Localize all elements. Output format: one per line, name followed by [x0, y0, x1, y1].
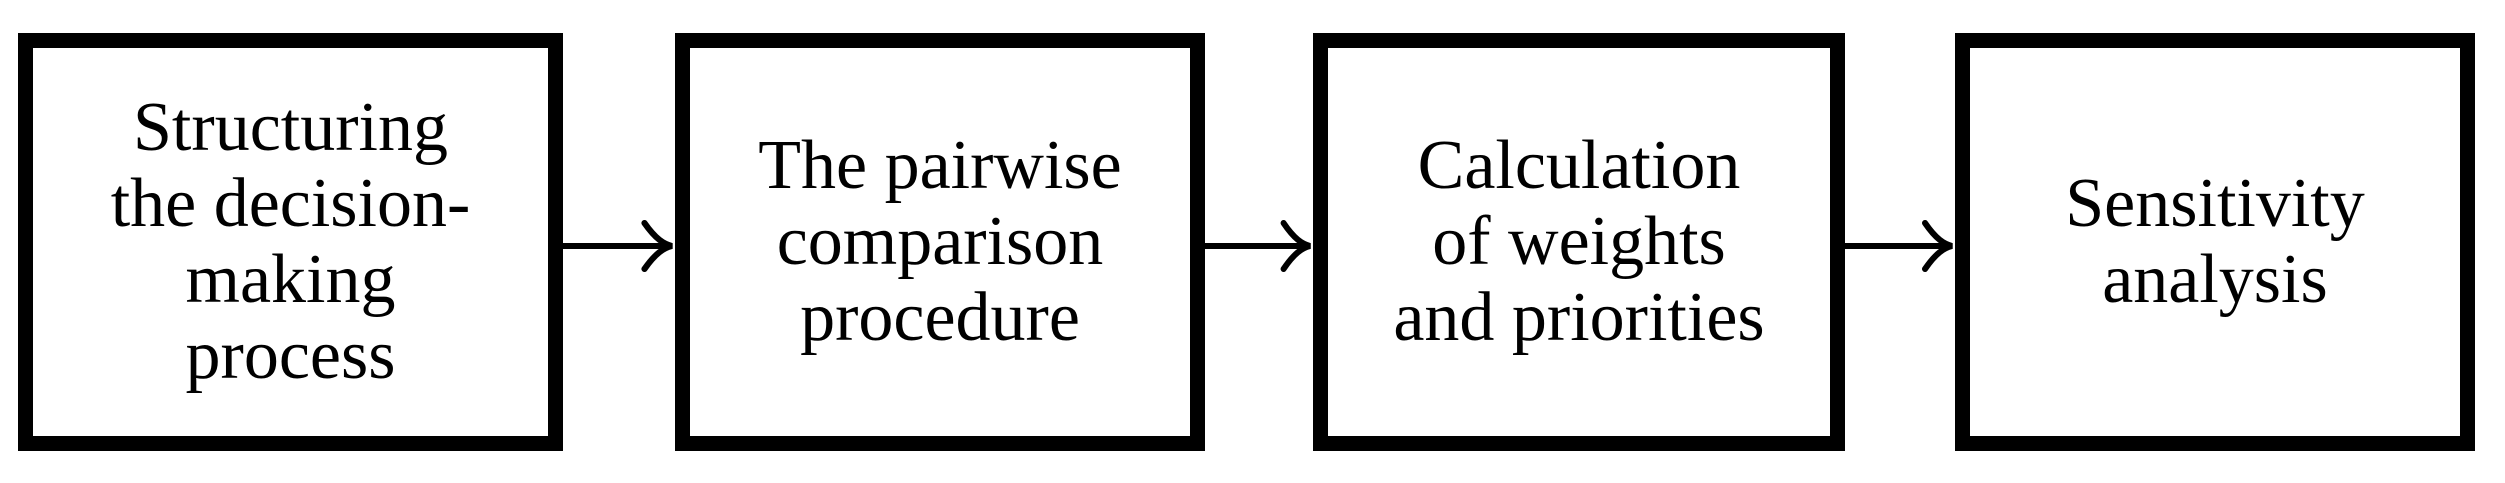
flow-arrow-2 [1205, 201, 1313, 291]
label-line: Calculation [1417, 127, 1741, 204]
flow-step-pairwise-comparison: The pairwise comparison procedure [675, 33, 1205, 451]
label-line: and priorities [1393, 279, 1765, 356]
flow-arrow-3 [1845, 201, 1955, 291]
label-line: making [185, 241, 396, 318]
flow-step-label: Structuring the decision- making process [111, 90, 471, 394]
arrow-right-icon [563, 220, 673, 272]
arrow-right-icon [1205, 220, 1311, 272]
label-line: comparison [776, 203, 1104, 280]
label-line: Sensitivity [2065, 165, 2365, 242]
arrow-right-icon [1845, 220, 1953, 272]
label-line: process [185, 317, 396, 394]
flow-step-sensitivity-analysis: Sensitivity analysis [1955, 33, 2475, 451]
label-line: The pairwise [758, 127, 1122, 204]
flow-step-label: Sensitivity analysis [2065, 166, 2364, 318]
label-line: analysis [2102, 241, 2328, 318]
flow-arrow-1 [563, 201, 675, 291]
label-line: procedure [800, 279, 1080, 356]
label-line: Structuring [133, 89, 448, 166]
label-line: of weights [1432, 203, 1726, 280]
flow-step-label: The pairwise comparison procedure [758, 128, 1121, 356]
flow-step-structuring-decision-making: Structuring the decision- making process [18, 33, 563, 451]
flow-step-label: Calculation of weights and priorities [1393, 128, 1764, 356]
label-line: the decision- [110, 165, 471, 242]
flow-step-calculation-weights: Calculation of weights and priorities [1313, 33, 1845, 451]
